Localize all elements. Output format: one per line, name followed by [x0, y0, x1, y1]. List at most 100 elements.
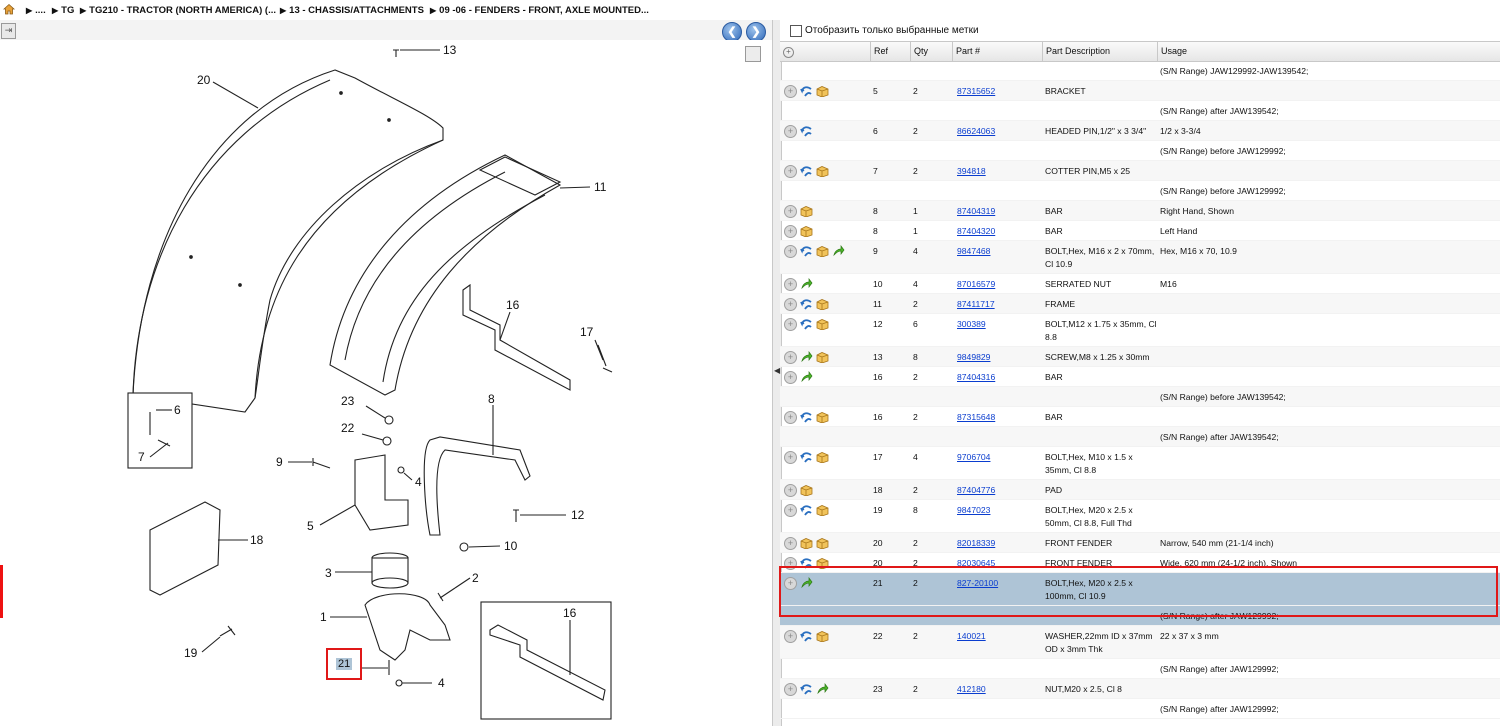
part-number-link[interactable]: 87404320	[957, 226, 996, 236]
add-to-cart-icon[interactable]: +	[784, 537, 797, 550]
show-selected-only-checkbox[interactable]	[790, 25, 802, 37]
part-number-link[interactable]: 9706704	[957, 452, 991, 462]
forward-arrow-icon[interactable]	[800, 371, 813, 383]
substitute-arrow-icon[interactable]	[800, 165, 813, 177]
usage-note-row[interactable]: (S/N Range) before JAW129992;	[780, 141, 1500, 161]
breadcrumb-item-tg[interactable]: ▶TG	[52, 5, 75, 16]
next-page-button[interactable]: ❯	[746, 22, 766, 42]
usage-note-row[interactable]: (S/N Range) before JAW139542;	[780, 387, 1500, 407]
part-number-link[interactable]: 87404776	[957, 485, 996, 495]
header-description[interactable]: Part Description	[1042, 42, 1156, 61]
add-to-cart-icon[interactable]: +	[784, 125, 797, 138]
add-to-cart-icon[interactable]: +	[784, 351, 797, 364]
part-number-link[interactable]: 9849829	[957, 352, 991, 362]
add-to-cart-icon[interactable]: +	[784, 245, 797, 258]
part-number-link[interactable]: 9847468	[957, 246, 991, 256]
substitute-arrow-icon[interactable]	[800, 504, 813, 516]
add-to-cart-icon[interactable]: +	[784, 225, 797, 238]
substitute-arrow-icon[interactable]	[800, 683, 813, 695]
parts-box-icon[interactable]	[816, 85, 829, 97]
add-to-cart-icon[interactable]: +	[784, 318, 797, 331]
part-number-link[interactable]: 300389	[957, 319, 986, 329]
add-to-cart-icon[interactable]: +	[784, 451, 797, 464]
add-to-cart-icon[interactable]: +	[784, 165, 797, 178]
add-to-cart-icon[interactable]: +	[784, 205, 797, 218]
part-number-link[interactable]: 87404319	[957, 206, 996, 216]
part-number-link[interactable]: 412180	[957, 684, 986, 694]
part-number-link[interactable]: 87315652	[957, 86, 996, 96]
home-icon[interactable]	[3, 3, 15, 15]
breadcrumb-item-section[interactable]: ▶13 - CHASSIS/ATTACHMENTS	[280, 5, 424, 16]
forward-arrow-icon[interactable]	[800, 351, 813, 363]
add-all-icon[interactable]: +	[783, 47, 794, 58]
parts-box-icon[interactable]	[816, 245, 829, 257]
parts-box-icon[interactable]	[816, 165, 829, 177]
parts-box-icon[interactable]	[800, 225, 813, 237]
previous-page-button[interactable]: ❮	[722, 22, 742, 42]
header-qty[interactable]: Qty	[910, 42, 952, 61]
part-number-link[interactable]: 827-20100	[957, 578, 999, 588]
part-number-link[interactable]: 87315648	[957, 412, 996, 422]
add-to-cart-icon[interactable]: +	[784, 683, 797, 696]
usage-note-row[interactable]: (S/N Range) JAW129992-JAW139542;	[780, 61, 1500, 81]
add-to-cart-icon[interactable]: +	[784, 371, 797, 384]
part-number-link[interactable]: 140021	[957, 631, 986, 641]
part-number-link[interactable]: 82030645	[957, 558, 996, 568]
collapse-tree-icon[interactable]: ⇥	[1, 23, 16, 39]
add-to-cart-icon[interactable]: +	[784, 504, 797, 517]
forward-arrow-icon[interactable]	[800, 278, 813, 290]
part-number-link[interactable]: 394818	[957, 166, 986, 176]
parts-box-icon[interactable]	[800, 537, 813, 549]
parts-box-icon[interactable]	[816, 351, 829, 363]
add-to-cart-icon[interactable]: +	[784, 630, 797, 643]
pane-splitter[interactable]: ◀	[772, 20, 782, 726]
parts-box-icon[interactable]	[816, 411, 829, 423]
usage-note-row[interactable]: (S/N Range) before JAW129992;	[780, 181, 1500, 201]
collapse-arrow-icon[interactable]: ◀	[774, 366, 781, 375]
part-number-link[interactable]: 9847023	[957, 505, 991, 515]
add-to-cart-icon[interactable]: +	[784, 484, 797, 497]
usage-note-row[interactable]: (S/N Range) after JAW139542;	[780, 101, 1500, 121]
diagram-corner-toggle[interactable]	[745, 46, 761, 62]
substitute-arrow-icon[interactable]	[800, 451, 813, 463]
callout-21-highlight[interactable]: 21	[326, 648, 362, 680]
breadcrumb-item-page[interactable]: ▶09 -06 - FENDERS - FRONT, AXLE MOUNTED.…	[430, 5, 649, 16]
usage-note-row[interactable]: (S/N Range) after JAW129992;	[780, 659, 1500, 679]
substitute-arrow-icon[interactable]	[800, 125, 813, 137]
substitute-arrow-icon[interactable]	[800, 298, 813, 310]
header-part-number[interactable]: Part #	[952, 42, 1042, 61]
parts-box-icon[interactable]	[816, 298, 829, 310]
substitute-arrow-icon[interactable]	[800, 85, 813, 97]
header-usage[interactable]: Usage	[1157, 42, 1500, 61]
header-add-column[interactable]: +	[780, 42, 803, 61]
add-to-cart-icon[interactable]: +	[784, 577, 797, 590]
parts-box-icon[interactable]	[800, 205, 813, 217]
header-ref[interactable]: Ref	[870, 42, 910, 61]
parts-box-icon[interactable]	[816, 537, 829, 549]
usage-note-row[interactable]: (S/N Range) after JAW129992;	[780, 699, 1500, 719]
part-number-link[interactable]: 87411717	[957, 299, 995, 309]
part-number-link[interactable]: 82018339	[957, 538, 996, 548]
add-to-cart-icon[interactable]: +	[784, 85, 797, 98]
usage-note-row[interactable]: (S/N Range) after JAW139542;	[780, 427, 1500, 447]
substitute-arrow-icon[interactable]	[800, 630, 813, 642]
add-to-cart-icon[interactable]: +	[784, 411, 797, 424]
breadcrumb-item-model[interactable]: ▶TG210 - TRACTOR (NORTH AMERICA) (...	[80, 5, 276, 16]
add-to-cart-icon[interactable]: +	[784, 298, 797, 311]
parts-box-icon[interactable]	[816, 318, 829, 330]
